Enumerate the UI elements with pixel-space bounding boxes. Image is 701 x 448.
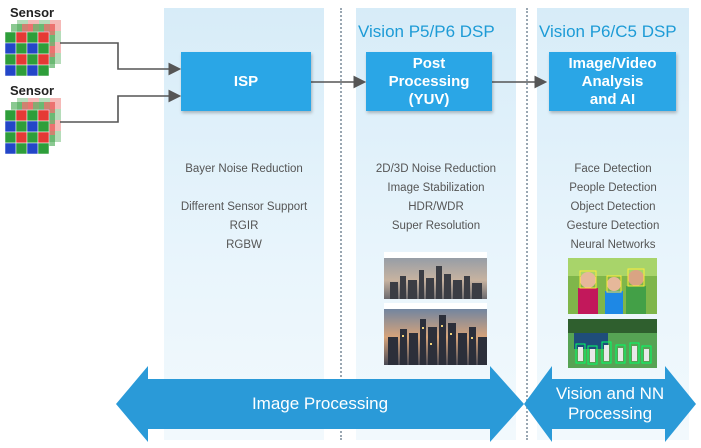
isp-feature: Bayer Noise Reduction xyxy=(185,163,303,175)
isp-feature: Different Sensor Support xyxy=(180,201,308,213)
post-feature: 2D/3D Noise Reduction xyxy=(375,163,497,175)
output-cityscape-image xyxy=(384,303,487,365)
bayer-pattern-icon xyxy=(4,98,61,155)
sensor-label-1: Sensor xyxy=(10,5,55,20)
column-divider-1 xyxy=(340,8,342,440)
people-detection-image xyxy=(568,319,657,368)
bayer-sensor-1 xyxy=(4,20,65,80)
image-processing-banner xyxy=(116,366,524,442)
isp-feature: RGIR xyxy=(229,220,259,232)
face-detection-image xyxy=(568,258,657,314)
analysis-feature: Face Detection xyxy=(574,163,652,175)
bayer-cell xyxy=(37,64,50,77)
input-cityscape-image xyxy=(384,252,487,299)
family-photo xyxy=(568,258,657,314)
vision-nn-banner xyxy=(524,366,696,442)
sensor-2-connector xyxy=(60,89,182,123)
post-column-title: Vision P5/P6 DSP xyxy=(358,22,495,41)
isp-box: ISP xyxy=(181,52,311,111)
column-divider-2 xyxy=(526,8,528,440)
crowd-photo xyxy=(568,319,657,368)
image-processing-banner-label: Image Processing xyxy=(251,394,389,413)
analysis-feature: Object Detection xyxy=(570,201,656,213)
cityscape-image xyxy=(384,252,487,299)
bayer-pattern-icon xyxy=(4,20,61,77)
isp-feature: RGBW xyxy=(226,239,262,251)
bayer-cell xyxy=(37,142,50,155)
cityscape-image xyxy=(384,303,487,365)
analysis-feature: Neural Networks xyxy=(570,239,656,251)
analysis-box: Image/Video Analysis and AI xyxy=(549,52,676,111)
vision-nn-banner-label: Vision and NN Processing xyxy=(555,384,665,423)
post-feature: HDR/WDR xyxy=(408,201,464,213)
analysis-column-title: Vision P6/C5 DSP xyxy=(539,22,677,41)
sensor-1-connector xyxy=(60,42,182,76)
analysis-feature: Gesture Detection xyxy=(566,220,660,232)
post-feature: Image Stabilization xyxy=(387,182,485,194)
analysis-feature: People Detection xyxy=(569,182,657,194)
bayer-sensor-2 xyxy=(4,98,65,158)
post-feature: Super Resolution xyxy=(391,220,481,232)
sensor-label-2: Sensor xyxy=(10,83,55,98)
post-processing-box: Post Processing (YUV) xyxy=(366,52,492,111)
